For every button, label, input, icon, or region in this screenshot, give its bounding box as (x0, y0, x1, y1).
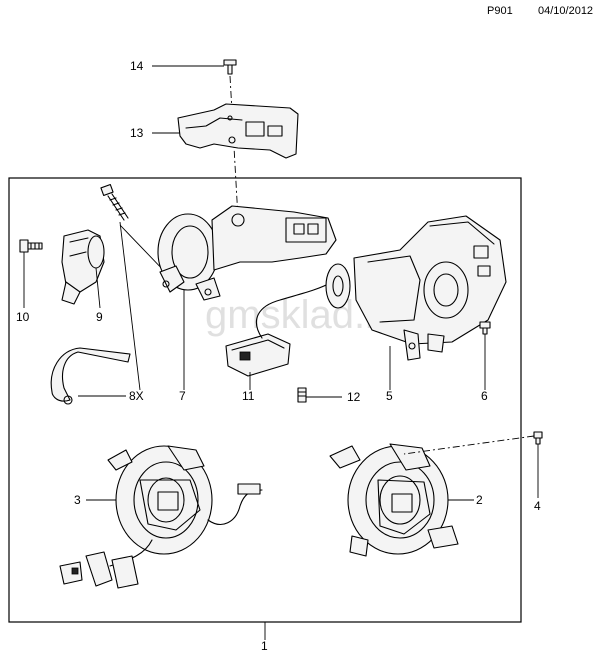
callout-2: 2 (476, 493, 483, 507)
part-12-screw (297, 387, 342, 403)
callout-13: 13 (130, 126, 144, 140)
part-11-sensor (225, 281, 333, 390)
part-4-screw (403, 431, 543, 498)
callout-5: 5 (386, 389, 393, 403)
callout-10: 10 (16, 310, 30, 324)
part-14-screw (152, 59, 237, 75)
part-8x-screw (100, 183, 169, 391)
part-10-screw (19, 239, 43, 308)
part-6-screw (479, 321, 491, 390)
callout-12: 12 (347, 390, 361, 404)
callout-8x: 8X (129, 389, 144, 403)
diagram-date: 04/10/2012 (538, 5, 593, 17)
callout-14: 14 (130, 59, 144, 73)
callout-11: 11 (242, 389, 255, 403)
callout-4: 4 (534, 499, 541, 513)
part-13-bracket (152, 103, 299, 159)
callout-1: 1 (261, 639, 268, 653)
part-7-lock-housing (157, 205, 337, 390)
part-2-clock-spring (329, 443, 474, 557)
callout-3: 3 (74, 493, 81, 507)
diagram-code: P901 (487, 5, 513, 17)
part-9-switch-module (61, 229, 105, 309)
callout-7: 7 (179, 389, 186, 403)
callout-9: 9 (96, 310, 103, 324)
part-8x-clip (50, 347, 131, 405)
part-5-ignition-assembly (325, 215, 507, 390)
callout-6: 6 (481, 389, 488, 403)
part-3-clock-spring (59, 445, 263, 589)
